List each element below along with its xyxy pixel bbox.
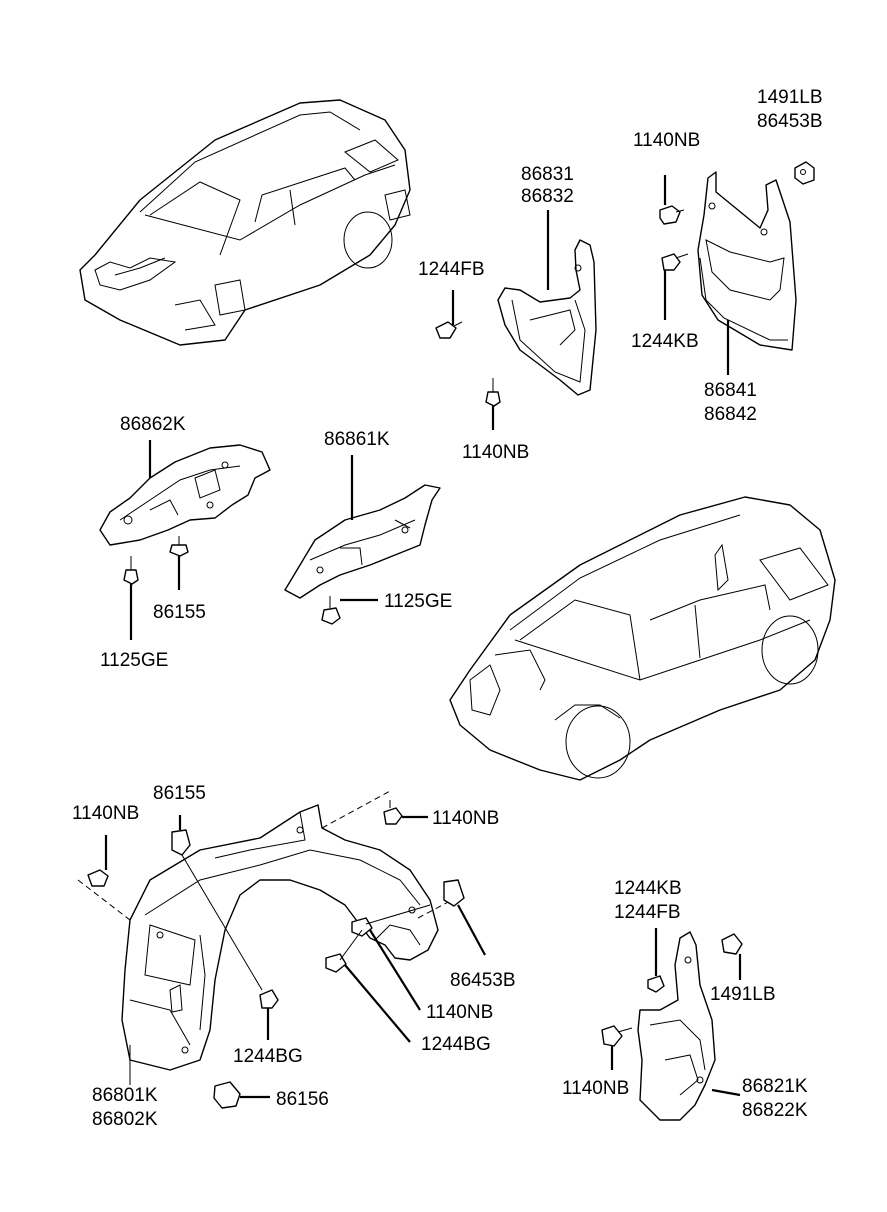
screw-1125GE-left (123, 556, 139, 640)
clip-86155-bottom (171, 815, 263, 991)
label-86832: 86832 (521, 186, 574, 207)
label-1140NB-mid: 1140NB (462, 442, 529, 463)
inner-fender-liner (77, 789, 453, 1085)
label-86155-bottom: 86155 (153, 783, 206, 804)
label-1244FB-bottom: 1244FB (614, 902, 681, 923)
bolt-1244BG-center (325, 929, 411, 1043)
label-86453B-bottom: 86453B (450, 970, 516, 991)
label-1244KB-top: 1244KB (631, 331, 699, 352)
label-1491LB-bottom: 1491LB (710, 984, 776, 1005)
mud-flap-86821K (637, 931, 741, 1121)
bolt-1491LB-bottom (721, 933, 743, 980)
label-86821K: 86821K (742, 1076, 808, 1097)
screw-1244BG-left (259, 989, 279, 1040)
bolt-1140NB-bottom-right (601, 1025, 633, 1070)
label-86841: 86841 (704, 380, 757, 401)
clip-86156 (213, 1081, 270, 1109)
label-1125GE-left: 1125GE (100, 650, 168, 671)
label-1140NB-center: 1140NB (426, 1002, 493, 1023)
label-86155-mid: 86155 (153, 602, 206, 623)
label-86822K: 86822K (742, 1100, 808, 1121)
label-1244FB-top: 1244FB (418, 259, 485, 280)
screw-1140NB-top (659, 175, 685, 225)
label-1140NB-right: 1140NB (432, 808, 499, 829)
clip-86453B-bottom (443, 879, 486, 956)
clip-86453B-top (794, 161, 815, 185)
label-1140NB-bottom-right: 1140NB (562, 1078, 629, 1099)
screw-1140NB-mid (485, 378, 501, 430)
clip-86155-mid (169, 536, 189, 590)
label-1140NB-left: 1140NB (72, 803, 139, 824)
label-1491LB-top: 1491LB (757, 87, 823, 108)
screw-1244FB-top (435, 290, 463, 339)
label-1244BG-left: 1244BG (233, 1046, 303, 1067)
car-illustration-top (79, 99, 411, 346)
screw-1244KB-bottom (647, 928, 665, 993)
bracket-86862K (99, 440, 271, 546)
label-86831: 86831 (521, 164, 574, 185)
label-86453B-top: 86453B (757, 111, 823, 132)
label-1244KB-bottom: 1244KB (614, 878, 682, 899)
label-1125GE-right: 1125GE (384, 591, 452, 612)
bracket-86861K (284, 455, 441, 599)
car-illustration-middle (449, 496, 836, 781)
mud-guard-86831 (497, 210, 597, 396)
mud-guard-86841 (697, 171, 797, 375)
label-1244BG-center: 1244BG (421, 1034, 491, 1055)
screw-1125GE-right (321, 596, 378, 625)
screw-1140NB-left (87, 835, 109, 887)
label-86801K: 86801K (92, 1085, 158, 1106)
label-86802K: 86802K (92, 1109, 158, 1130)
label-1140NB-top: 1140NB (633, 130, 700, 151)
label-86156: 86156 (276, 1089, 329, 1110)
label-86861K: 86861K (324, 429, 390, 450)
screw-1140NB-right (383, 800, 428, 825)
label-86842: 86842 (704, 404, 757, 425)
label-86862K: 86862K (120, 414, 186, 435)
screw-1244KB-top (661, 253, 689, 320)
bolt-1140NB-center (351, 904, 431, 1011)
